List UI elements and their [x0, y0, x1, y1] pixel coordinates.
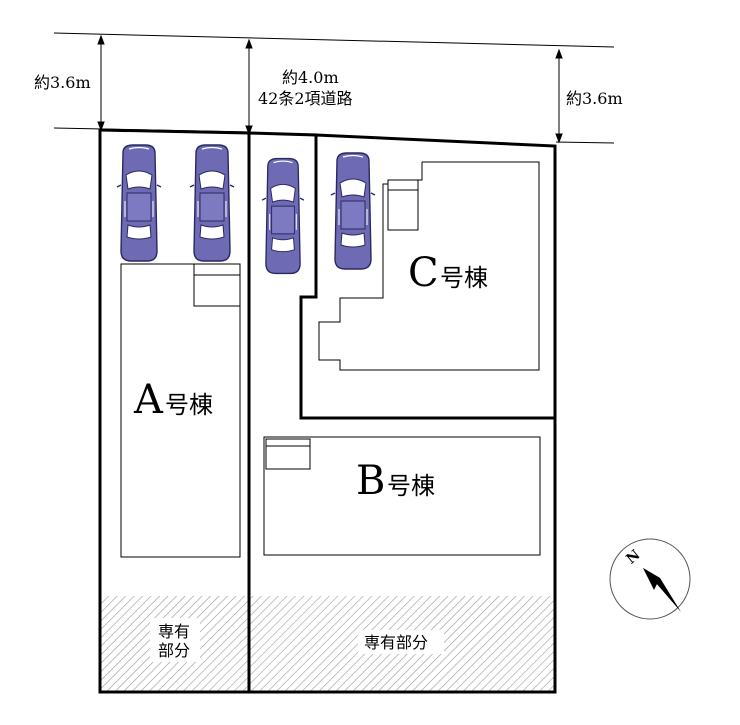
building-c-footprint	[318, 161, 540, 371]
dimension-arrow-left	[97, 34, 105, 132]
building-b-footprint	[263, 436, 541, 556]
road-edge-lower-right	[555, 141, 615, 144]
building-c-suffix: 号棟	[440, 264, 488, 292]
building-a-letter: A	[133, 377, 164, 423]
lot-boundaries	[98, 128, 557, 694]
road-width-center-label: 約4.0m	[282, 68, 339, 87]
compass: N	[609, 538, 691, 620]
parking-car-3	[261, 157, 305, 275]
parking-car-4	[330, 152, 376, 270]
building-b-letter: B	[356, 458, 385, 504]
road-classification-label: 42条2項道路	[258, 89, 353, 108]
exclusive-area-right-label: 専有部分	[364, 633, 428, 652]
exclusive-area-left-line2: 部分	[158, 641, 190, 660]
road-edge-upper	[53, 32, 615, 48]
building-a-footprint	[120, 263, 241, 558]
exclusive-label-bg-right	[358, 630, 444, 654]
building-a-suffix: 号棟	[165, 391, 213, 419]
road-width-right-label: 約3.6m	[566, 89, 623, 108]
parking-car-2	[189, 144, 235, 262]
road-width-left-label: 約3.6m	[34, 73, 91, 92]
building-b-suffix: 号棟	[387, 472, 435, 500]
dimension-arrow-center	[245, 38, 253, 136]
exclusive-area-left-line1: 専有	[158, 622, 190, 641]
parking-car-1	[116, 144, 162, 262]
dimension-arrow-right	[555, 48, 563, 144]
building-c-letter: C	[408, 250, 439, 296]
exclusive-label-bg-left	[150, 618, 200, 662]
